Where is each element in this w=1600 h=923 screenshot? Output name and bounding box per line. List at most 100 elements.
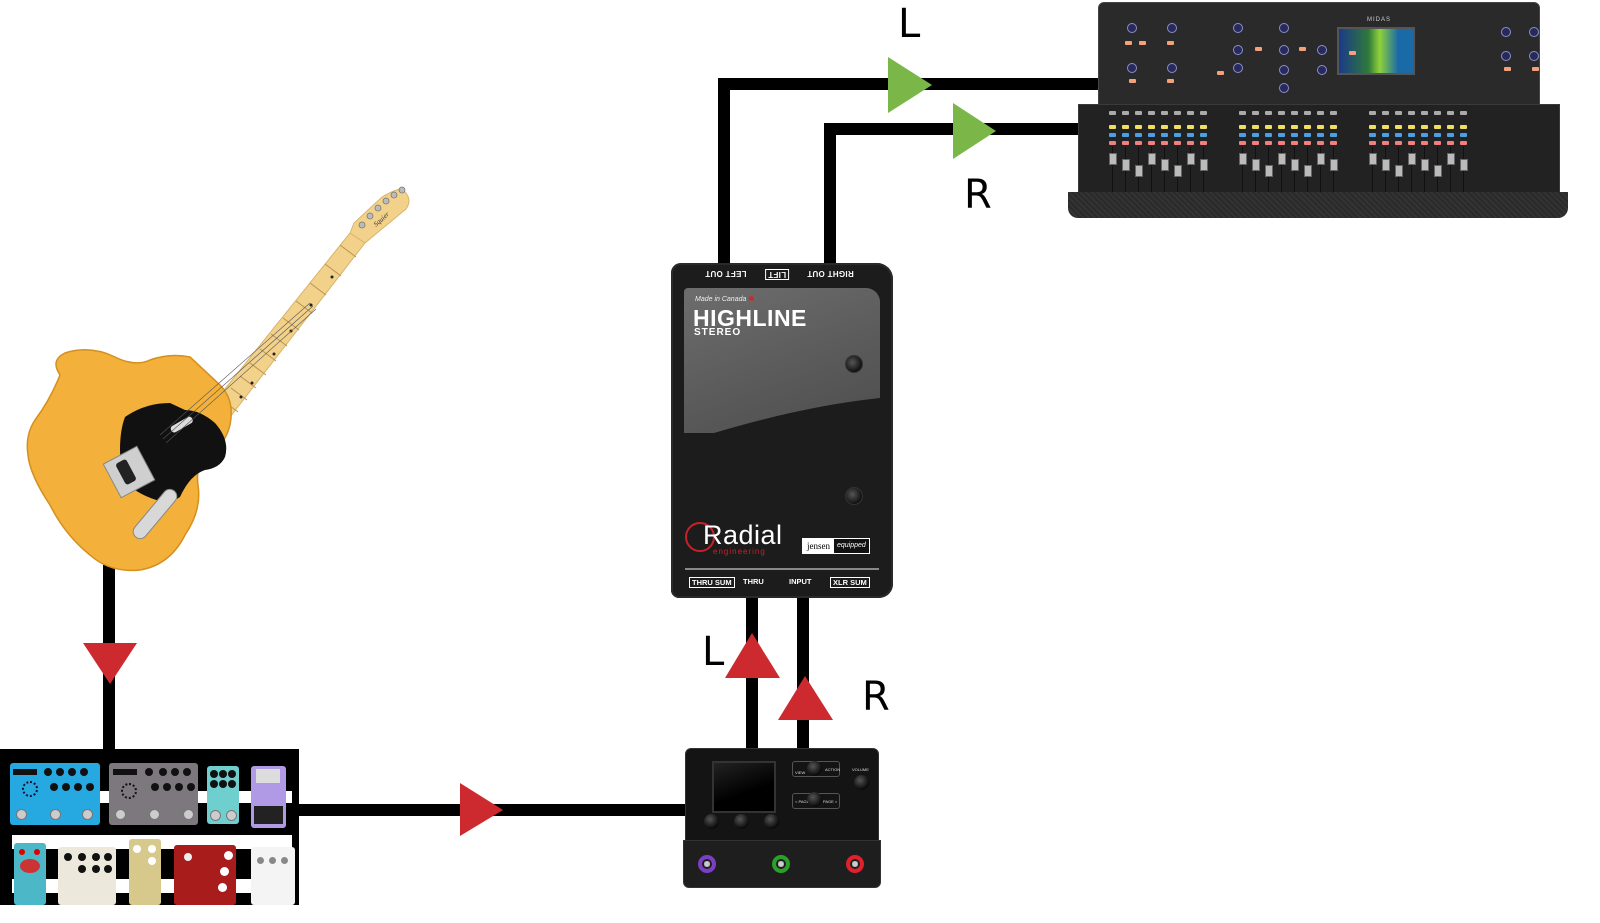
mixer-fader-track [1190, 147, 1191, 197]
modeler-label-action: ACTION [825, 767, 841, 772]
di-label-left-out: LEFT OUT [705, 269, 747, 278]
mixer-fader [1291, 159, 1299, 171]
mixer-select-button [1330, 111, 1337, 115]
mixer-solo-button [1382, 125, 1389, 129]
mixer-fader-track [1320, 147, 1321, 197]
arrow-right-di-left-to-mixer [888, 57, 932, 113]
modeler-footswitch-green [772, 855, 790, 873]
mixer-solo-button [1174, 125, 1181, 129]
mixer-mute-button [1447, 141, 1454, 145]
pedal-display [113, 769, 137, 775]
guitar: Squier [26, 186, 410, 572]
pedal-treadle [254, 806, 283, 824]
mixer-channel-label [1304, 133, 1311, 137]
mixer-select-button [1304, 111, 1311, 115]
mixer-select-button [1447, 111, 1454, 115]
mixer-channel-label [1187, 133, 1194, 137]
modeler-screen [712, 761, 776, 813]
mixer-fader-surface [1078, 104, 1560, 197]
di-divider [685, 568, 879, 570]
modeler-label-volume: VOLUME [852, 767, 869, 772]
di-top-labels: LEFT OUT LIFT RIGHT OUT [671, 269, 893, 283]
mixer-channel-label [1395, 133, 1402, 137]
mixer-brand: MIDAS [1367, 17, 1392, 23]
guitar-headstock: Squier [349, 186, 410, 244]
jensen-badge-right: equipped [834, 539, 869, 553]
mixer-fader [1135, 165, 1143, 177]
mixer-select-button [1317, 111, 1324, 115]
mixer-solo-button [1460, 125, 1467, 129]
mixer-channel-label [1135, 133, 1142, 137]
mixer-solo-button [1161, 125, 1168, 129]
mixer-select-button [1369, 111, 1376, 115]
di-made-in: Made in Canada ❅ [695, 295, 754, 303]
modeler-knob [764, 814, 779, 829]
mixer-mute-button [1304, 141, 1311, 145]
mixer-select-button [1395, 111, 1402, 115]
arrow-up-modeler-to-di-right [778, 676, 833, 720]
mixer-fader [1369, 153, 1377, 165]
di-made-in-text: Made in Canada [695, 296, 747, 303]
mixer-fader-track [1463, 147, 1464, 197]
mixer-solo-button [1291, 125, 1298, 129]
mixer-select-button [1239, 111, 1246, 115]
mixer-channel-label [1460, 133, 1467, 137]
pedal-blue-delay [10, 763, 100, 825]
mixer-channel-label [1174, 133, 1181, 137]
radial-logo-icon [685, 522, 715, 552]
mixer-channel-label [1421, 133, 1428, 137]
mixer-select-button [1252, 111, 1259, 115]
mixer-solo-button [1408, 125, 1415, 129]
pedal-grey-reverb [109, 763, 198, 825]
mixer-select-button [1200, 111, 1207, 115]
mixer-select-button [1278, 111, 1285, 115]
mixer-mute-button [1278, 141, 1285, 145]
mixer-mute-button [1161, 141, 1168, 145]
mixer-mute-button [1408, 141, 1415, 145]
mixer-solo-button [1434, 125, 1441, 129]
mixer-solo-button [1187, 125, 1194, 129]
maple-leaf-icon: ❅ [748, 296, 755, 303]
mixer-select-button [1421, 111, 1428, 115]
mixer-fader [1161, 159, 1169, 171]
mixer-fader [1421, 159, 1429, 171]
mixer-fader [1174, 165, 1182, 177]
multi-effects-modeler: VIEW ACTION < PAGE PAGE > VOLUME [683, 748, 881, 888]
arrow-down-guitar-to-pedalboard [83, 643, 137, 684]
mixer-fader-track [1203, 147, 1204, 197]
mixer-select-button [1122, 111, 1129, 115]
pedal-display [13, 769, 37, 775]
mixer-mute-button [1148, 141, 1155, 145]
guitar-bridge-pickup [116, 459, 136, 485]
mixer-fader [1382, 159, 1390, 171]
mixer-fader [1278, 153, 1286, 165]
mixer-fader-track [1164, 147, 1165, 197]
mixer-select-button [1135, 111, 1142, 115]
mixer-fader-track [1281, 147, 1282, 197]
cable-di-left-out-vertical [718, 78, 730, 265]
mixer-fader [1265, 165, 1273, 177]
mixer-fader [1447, 153, 1455, 165]
mixer-mute-button [1369, 141, 1376, 145]
mixer-mute-button [1200, 141, 1207, 145]
mixer-select-button [1174, 111, 1181, 115]
mixer-channel-label [1369, 133, 1376, 137]
stereo-di-box: LEFT OUT LIFT RIGHT OUT Made in Canada ❅… [671, 263, 893, 598]
mixer-channel-label [1252, 133, 1259, 137]
pedal-teal-red [14, 843, 46, 905]
modeler-label-view: VIEW [795, 770, 806, 775]
screw-icon [845, 487, 863, 505]
mixer-solo-button [1447, 125, 1454, 129]
pedal-gold [129, 839, 161, 905]
modeler-volume-knob [854, 775, 869, 790]
mixer-fader [1239, 153, 1247, 165]
mixer-channel-label [1109, 133, 1116, 137]
mixer-solo-button [1369, 125, 1376, 129]
mixer-solo-button [1135, 125, 1142, 129]
modeler-page-knob [807, 792, 822, 807]
pedal-red [174, 845, 236, 905]
jensen-badge: jensen equipped [802, 538, 870, 554]
mixer-fader [1187, 153, 1195, 165]
mixer-fader-track [1242, 147, 1243, 197]
